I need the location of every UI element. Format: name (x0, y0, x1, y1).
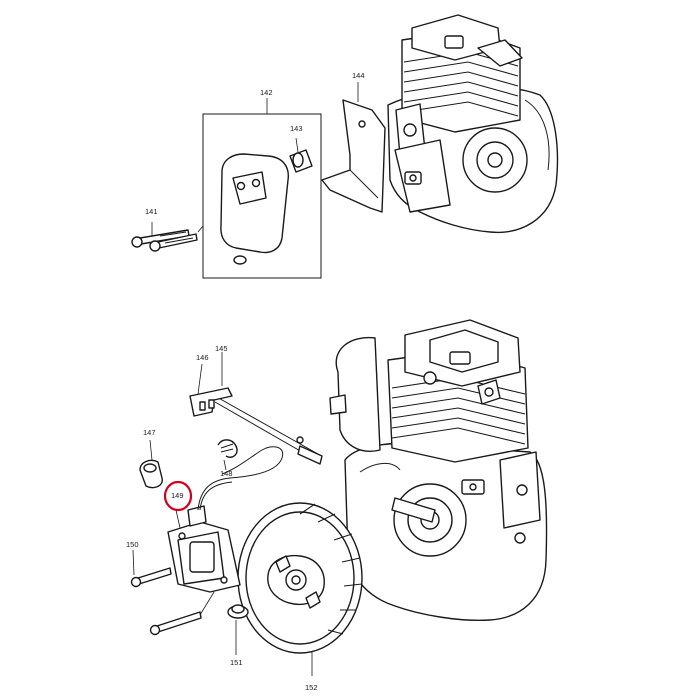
muffler (220, 153, 289, 265)
highlight-circle (163, 480, 193, 512)
spring-148 (217, 439, 238, 458)
callout-141: 141 (145, 207, 158, 216)
wire-assembly-145 (214, 395, 323, 465)
callout-152: 152 (305, 683, 318, 692)
bolts-141 (131, 229, 198, 252)
bottom-engine (329, 319, 548, 622)
nut-151 (227, 604, 249, 619)
muffler-group-frame (202, 113, 322, 279)
top-engine (387, 14, 559, 234)
callout-148: 148 (220, 469, 233, 478)
heat-shield (321, 99, 386, 213)
callout-147: 147 (143, 428, 156, 437)
callout-151: 151 (230, 658, 243, 667)
bolts-150 (130, 567, 202, 636)
flywheel (237, 502, 363, 654)
callout-146: 146 (196, 353, 209, 362)
pipe-143 (289, 149, 313, 173)
callout-150: 150 (126, 540, 139, 549)
callout-144: 144 (352, 71, 365, 80)
ignition-coil (167, 505, 241, 593)
callout-149: 149 (171, 491, 184, 500)
callout-145: 145 (215, 344, 228, 353)
ignition-lead-wire (197, 446, 284, 511)
callout-142: 142 (260, 88, 273, 97)
grommet-147 (139, 459, 163, 489)
callout-143: 143 (290, 124, 303, 133)
bracket-146 (189, 387, 233, 417)
